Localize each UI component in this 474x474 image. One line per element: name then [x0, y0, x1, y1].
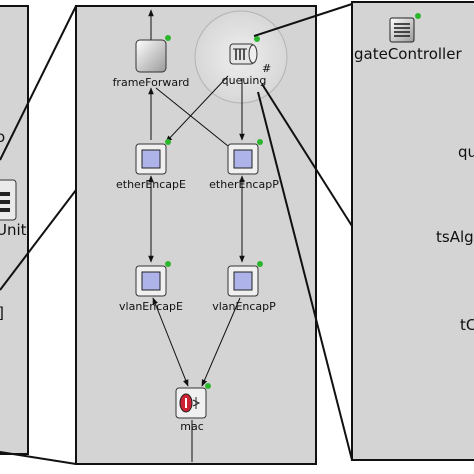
connections	[148, 9, 245, 462]
ether-encap-e-online-dot	[165, 139, 171, 145]
ether-encap-e-label: etherEncapE	[116, 178, 186, 191]
mac-label: mac	[180, 420, 204, 433]
left-label-2: l]	[0, 304, 4, 322]
gate-controller-module[interactable]	[389, 13, 421, 43]
left-module-icon	[0, 179, 17, 221]
ether-encap-p-label: etherEncapP	[209, 178, 279, 191]
ether-encap-p-module[interactable]	[227, 139, 263, 175]
ether-encap-p-online-dot	[257, 139, 263, 145]
left-label-0: o	[0, 128, 5, 146]
vlan-encap-e-module[interactable]	[135, 261, 171, 297]
mac-online-dot	[205, 383, 211, 389]
gate-controller-online-dot	[415, 13, 421, 19]
queuing-online-dot	[254, 36, 260, 42]
frame-forward-label: frameForward	[113, 76, 190, 89]
mac-module[interactable]	[175, 383, 211, 419]
edge-frameforward-etherp	[155, 87, 229, 147]
vlan-encap-p-label: vlanEncapP	[212, 300, 276, 313]
vlan-encap-p-module[interactable]	[227, 261, 263, 297]
queuing-module[interactable]	[229, 36, 260, 65]
frame-forward-online-dot	[165, 35, 171, 41]
left-panel: o Unit l]	[0, 5, 29, 455]
vlan-encap-p-online-dot	[257, 261, 263, 267]
zoom-connectors	[0, 3, 353, 465]
vlan-encap-e-label: vlanEncapE	[119, 300, 183, 313]
queuing-label: queuing	[222, 74, 267, 87]
vlan-encap-e-online-dot	[165, 261, 171, 267]
center-panel: frameForward # queuing etherEncapE ether…	[75, 5, 317, 465]
ether-encap-e-module[interactable]	[135, 139, 171, 175]
right-label-2: tC	[460, 316, 474, 334]
gate-controller-label: gateController	[354, 45, 462, 63]
right-label-0: qu	[458, 143, 474, 161]
edge-vlanp-mac	[201, 297, 241, 387]
edge-queuing-ethere	[165, 75, 229, 143]
queuing-vector-marker: #	[262, 62, 271, 75]
edge-vlane-mac	[152, 297, 189, 387]
right-label-1: tsAlg	[436, 228, 474, 246]
left-label-1: Unit	[0, 221, 27, 239]
frame-forward-module[interactable]	[135, 35, 171, 73]
right-panel: gateController qu tsAlg tC	[351, 1, 474, 461]
